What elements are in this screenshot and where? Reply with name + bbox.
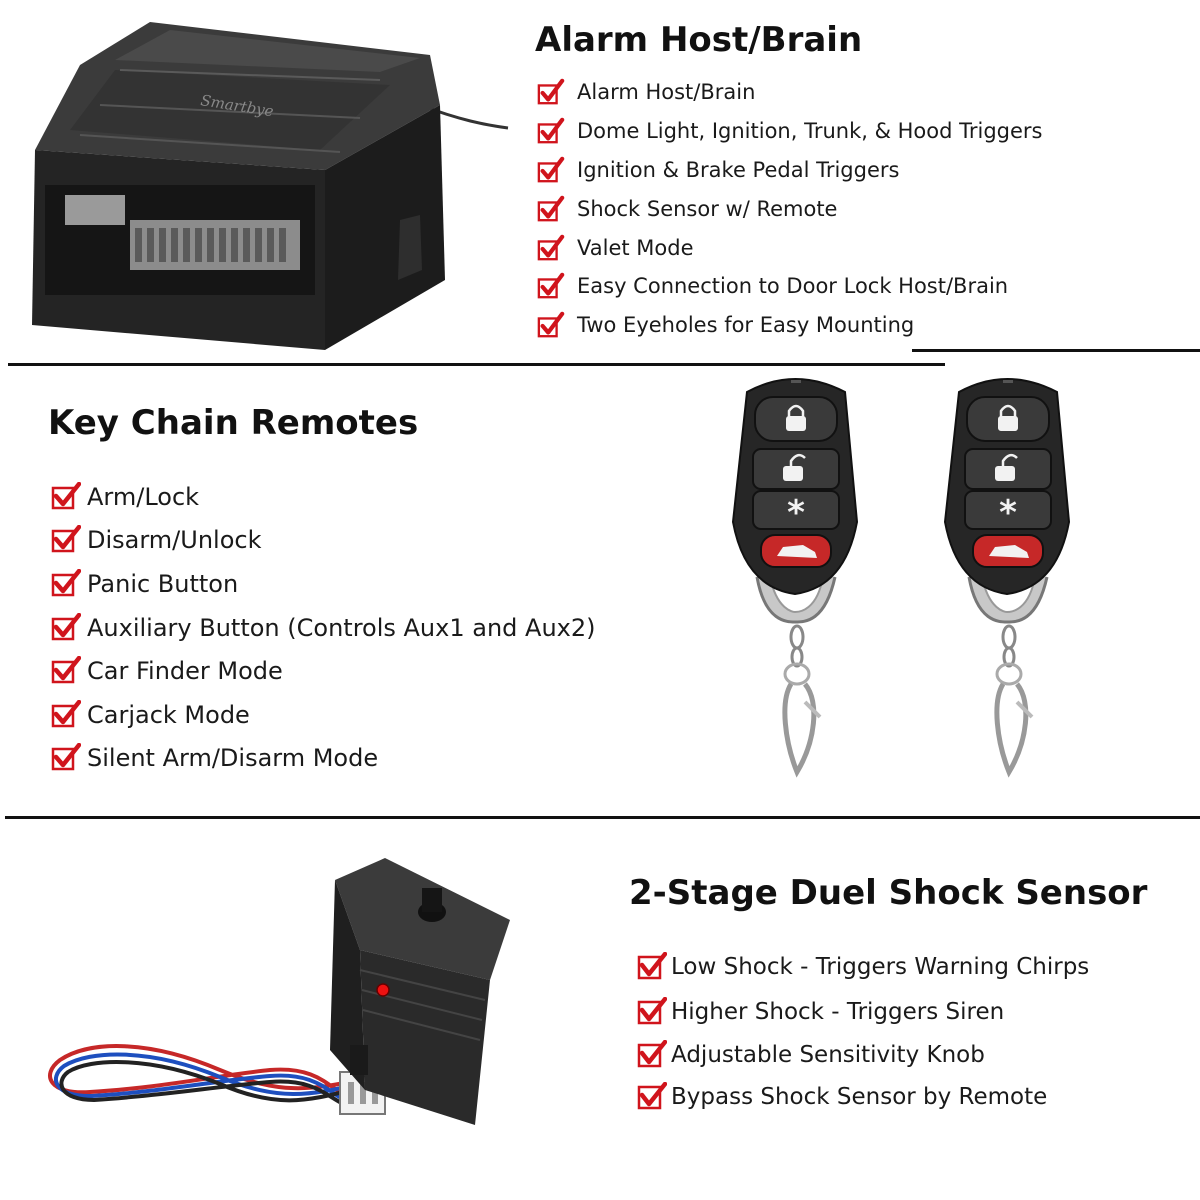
red-checkbox-icon xyxy=(51,656,81,684)
list-item: Dome Light, Ignition, Trunk, & Hood Trig… xyxy=(537,112,1043,151)
feature-label: Ignition & Brake Pedal Triggers xyxy=(577,157,900,182)
key-chain-remotes-title: Key Chain Remotes xyxy=(48,403,419,443)
red-checkbox-icon xyxy=(537,195,565,222)
feature-label: Auxiliary Button (Controls Aux1 and Aux2… xyxy=(87,613,596,642)
feature-label: Panic Button xyxy=(87,569,239,598)
red-checkbox-icon xyxy=(51,481,81,510)
key-remote xyxy=(945,379,1069,772)
red-checkbox-icon xyxy=(637,1039,667,1067)
list-item: Higher Shock - Triggers Siren xyxy=(637,990,1089,1034)
key-remotes-image: * xyxy=(715,372,1105,792)
red-checkbox-icon xyxy=(51,699,81,728)
red-checkbox-icon xyxy=(637,997,667,1025)
list-item: Car Finder Mode xyxy=(51,649,596,693)
red-checkbox-icon xyxy=(537,79,565,105)
feature-label: Alarm Host/Brain xyxy=(577,80,756,105)
feature-label: Higher Shock - Triggers Siren xyxy=(671,999,1005,1025)
list-item: Easy Connection to Door Lock Host/Brain xyxy=(537,267,1043,306)
list-item: Auxiliary Button (Controls Aux1 and Aux2… xyxy=(51,606,596,650)
list-item: Low Shock - Triggers Warning Chirps xyxy=(637,943,1089,990)
red-checkbox-icon xyxy=(51,612,81,640)
feature-label: Adjustable Sensitivity Knob xyxy=(671,1041,985,1068)
feature-label: Shock Sensor w/ Remote xyxy=(577,196,838,221)
red-checkbox-icon xyxy=(637,1082,667,1110)
red-checkbox-icon xyxy=(51,525,81,553)
list-item: Bypass Shock Sensor by Remote xyxy=(637,1075,1089,1119)
list-item: Disarm/Unlock xyxy=(51,519,596,563)
feature-label: Two Eyeholes for Easy Mounting xyxy=(577,313,915,338)
list-item: Shock Sensor w/ Remote xyxy=(537,189,1043,228)
section-divider xyxy=(8,363,945,366)
red-checkbox-icon xyxy=(51,568,81,597)
shock-sensor-image xyxy=(30,840,550,1170)
section-divider xyxy=(5,816,1200,819)
feature-label: Carjack Mode xyxy=(87,700,250,729)
list-item: Carjack Mode xyxy=(51,693,596,737)
feature-label: Silent Arm/Disarm Mode xyxy=(87,744,379,773)
list-item: Panic Button xyxy=(51,562,596,606)
feature-label: Easy Connection to Door Lock Host/Brain xyxy=(577,274,1009,299)
red-checkbox-icon xyxy=(51,743,81,771)
red-checkbox-icon xyxy=(537,311,565,338)
shock-sensor-title: 2-Stage Duel Shock Sensor xyxy=(629,873,1148,913)
list-item: Ignition & Brake Pedal Triggers xyxy=(537,151,1043,190)
list-item: Two Eyeholes for Easy Mounting xyxy=(537,306,1043,345)
list-item: Silent Arm/Disarm Mode xyxy=(51,737,596,781)
alarm-host-image: Smartbye xyxy=(20,10,510,360)
shock-sensor-feature-list: Low Shock - Triggers Warning Chirps High… xyxy=(637,943,1089,1119)
remote-feature-list: Arm/Lock Disarm/Unlock Panic Button Auxi… xyxy=(51,475,596,780)
list-item: Valet Mode xyxy=(537,228,1043,267)
list-item: Arm/Lock xyxy=(51,475,596,519)
feature-label: Dome Light, Ignition, Trunk, & Hood Trig… xyxy=(577,119,1043,144)
red-checkbox-icon xyxy=(537,117,565,144)
feature-label: Disarm/Unlock xyxy=(87,526,262,555)
red-checkbox-icon xyxy=(637,951,667,979)
feature-label: Arm/Lock xyxy=(87,482,200,511)
red-checkbox-icon xyxy=(537,273,565,299)
list-item: Alarm Host/Brain xyxy=(537,73,1043,112)
feature-label: Car Finder Mode xyxy=(87,657,283,686)
section-divider xyxy=(912,349,1200,352)
feature-label: Valet Mode xyxy=(577,235,694,260)
feature-label: Low Shock - Triggers Warning Chirps xyxy=(671,953,1090,980)
alarm-host-title: Alarm Host/Brain xyxy=(535,20,863,60)
red-checkbox-icon xyxy=(537,156,565,183)
red-checkbox-icon xyxy=(537,234,565,260)
feature-label: Bypass Shock Sensor by Remote xyxy=(671,1084,1048,1110)
list-item: Adjustable Sensitivity Knob xyxy=(637,1034,1089,1075)
alarm-host-feature-list: Alarm Host/Brain Dome Light, Ignition, T… xyxy=(537,73,1043,345)
key-remote xyxy=(733,379,857,772)
